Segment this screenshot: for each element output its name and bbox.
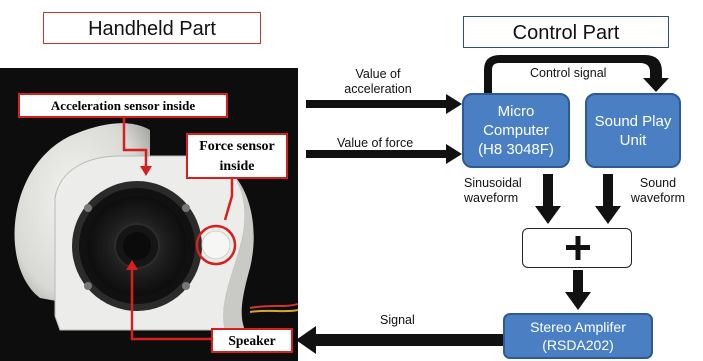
sound-waveform-arrow <box>595 174 621 224</box>
force-sensor-callout: Force sensor inside <box>186 133 288 179</box>
signal-arrow <box>296 326 503 354</box>
acceleration-sensor-callout: Acceleration sensor inside <box>18 93 228 118</box>
sinusoidal-line2: waveform <box>464 191 519 205</box>
micro-computer-line2: Computer <box>483 122 549 139</box>
plus-vertical <box>575 236 581 260</box>
sum-to-amplifier-arrow <box>565 270 591 310</box>
acceleration-value-line2: acceleration <box>344 82 412 96</box>
force-value-label: Value of force <box>337 136 414 150</box>
sound-waveform-line2: waveform <box>630 191 686 205</box>
sinusoidal-waveform-label: Sinusoidal waveform <box>464 176 522 206</box>
micro-computer-line3: (H8 3048F) <box>478 141 554 158</box>
force-sensor-marker <box>195 224 237 266</box>
sound-play-line1: Sound Play <box>594 112 672 130</box>
sinusoidal-line1: Sinusoidal <box>464 176 522 190</box>
control-signal-arrow <box>484 55 669 93</box>
force-sensor-label-line2: inside <box>219 159 255 174</box>
signal-label: Signal <box>380 313 415 327</box>
sound-waveform-label: Sound waveform <box>620 176 696 206</box>
micro-computer-line1: Micro <box>497 103 535 120</box>
sound-play-line2: Unit <box>619 131 647 149</box>
acceleration-value-line1: Value of <box>355 67 401 81</box>
speaker-callout: Speaker <box>211 328 293 353</box>
force-leader <box>223 179 234 221</box>
control-part-title: Control Part <box>463 16 669 48</box>
sinusoidal-arrow <box>535 174 561 224</box>
force-sensor-label-line1: Force sensor <box>199 139 275 154</box>
handheld-part-title: Handheld Part <box>43 12 261 44</box>
sound-play-unit-block: Sound Play Unit <box>585 93 681 168</box>
control-signal-label: Control signal <box>530 66 607 80</box>
force-arrow <box>306 144 462 164</box>
sound-waveform-line1: Sound <box>639 176 677 190</box>
acceleration-leader <box>122 118 148 168</box>
speaker-label: Speaker <box>228 333 276 348</box>
speaker-leader <box>130 268 211 341</box>
acceleration-value-label: Value of acceleration <box>336 67 420 97</box>
device-photo <box>0 68 298 361</box>
micro-computer-block: Micro Computer (H8 3048F) <box>462 93 570 168</box>
stereo-amplifier-line1: Stereo Amplifer <box>530 319 626 335</box>
stereo-amplifier-line2: (RSDA202) <box>542 337 614 353</box>
acceleration-arrow <box>306 94 462 114</box>
acceleration-sensor-label: Acceleration sensor inside <box>50 98 196 113</box>
stereo-amplifier-block: Stereo Amplifer (RSDA202) <box>503 313 653 359</box>
